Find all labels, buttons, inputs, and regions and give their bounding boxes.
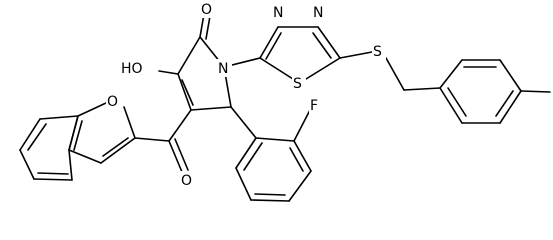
svg-text:N: N (273, 5, 283, 21)
svg-text:N: N (218, 61, 228, 77)
svg-text:HO: HO (121, 61, 143, 77)
svg-text:N: N (313, 5, 323, 21)
pyrrole-nitrogen-atom: N (216, 59, 232, 77)
bond-layer (19, 13, 551, 202)
oxo-oxygen-atom: O (200, 0, 216, 18)
molecule-canvas: O HO N N N S S F (19, 0, 551, 202)
svg-text:S: S (373, 44, 382, 60)
ketone-oxygen-atom: O (180, 171, 196, 189)
svg-text:O: O (201, 2, 212, 18)
thioether-sulfur-atom: S (372, 42, 386, 60)
svg-text:O: O (181, 173, 192, 189)
hydroxy-group-atom: HO (119, 59, 157, 77)
furan-oxygen-atom: O (106, 92, 122, 110)
thiadiazole-nitrogen-atom-1: N (272, 3, 286, 21)
svg-text:O: O (107, 94, 118, 110)
svg-text:S: S (293, 76, 302, 92)
svg-text:F: F (310, 98, 318, 114)
thiadiazole-nitrogen-atom-2: N (312, 3, 326, 21)
thiadiazole-sulfur-atom: S (292, 74, 306, 92)
atom-layer: O HO N N N S S F (106, 0, 386, 189)
structure-diagram: O HO N N N S S F (19, 0, 551, 202)
fluorine-atom: F (309, 96, 323, 114)
